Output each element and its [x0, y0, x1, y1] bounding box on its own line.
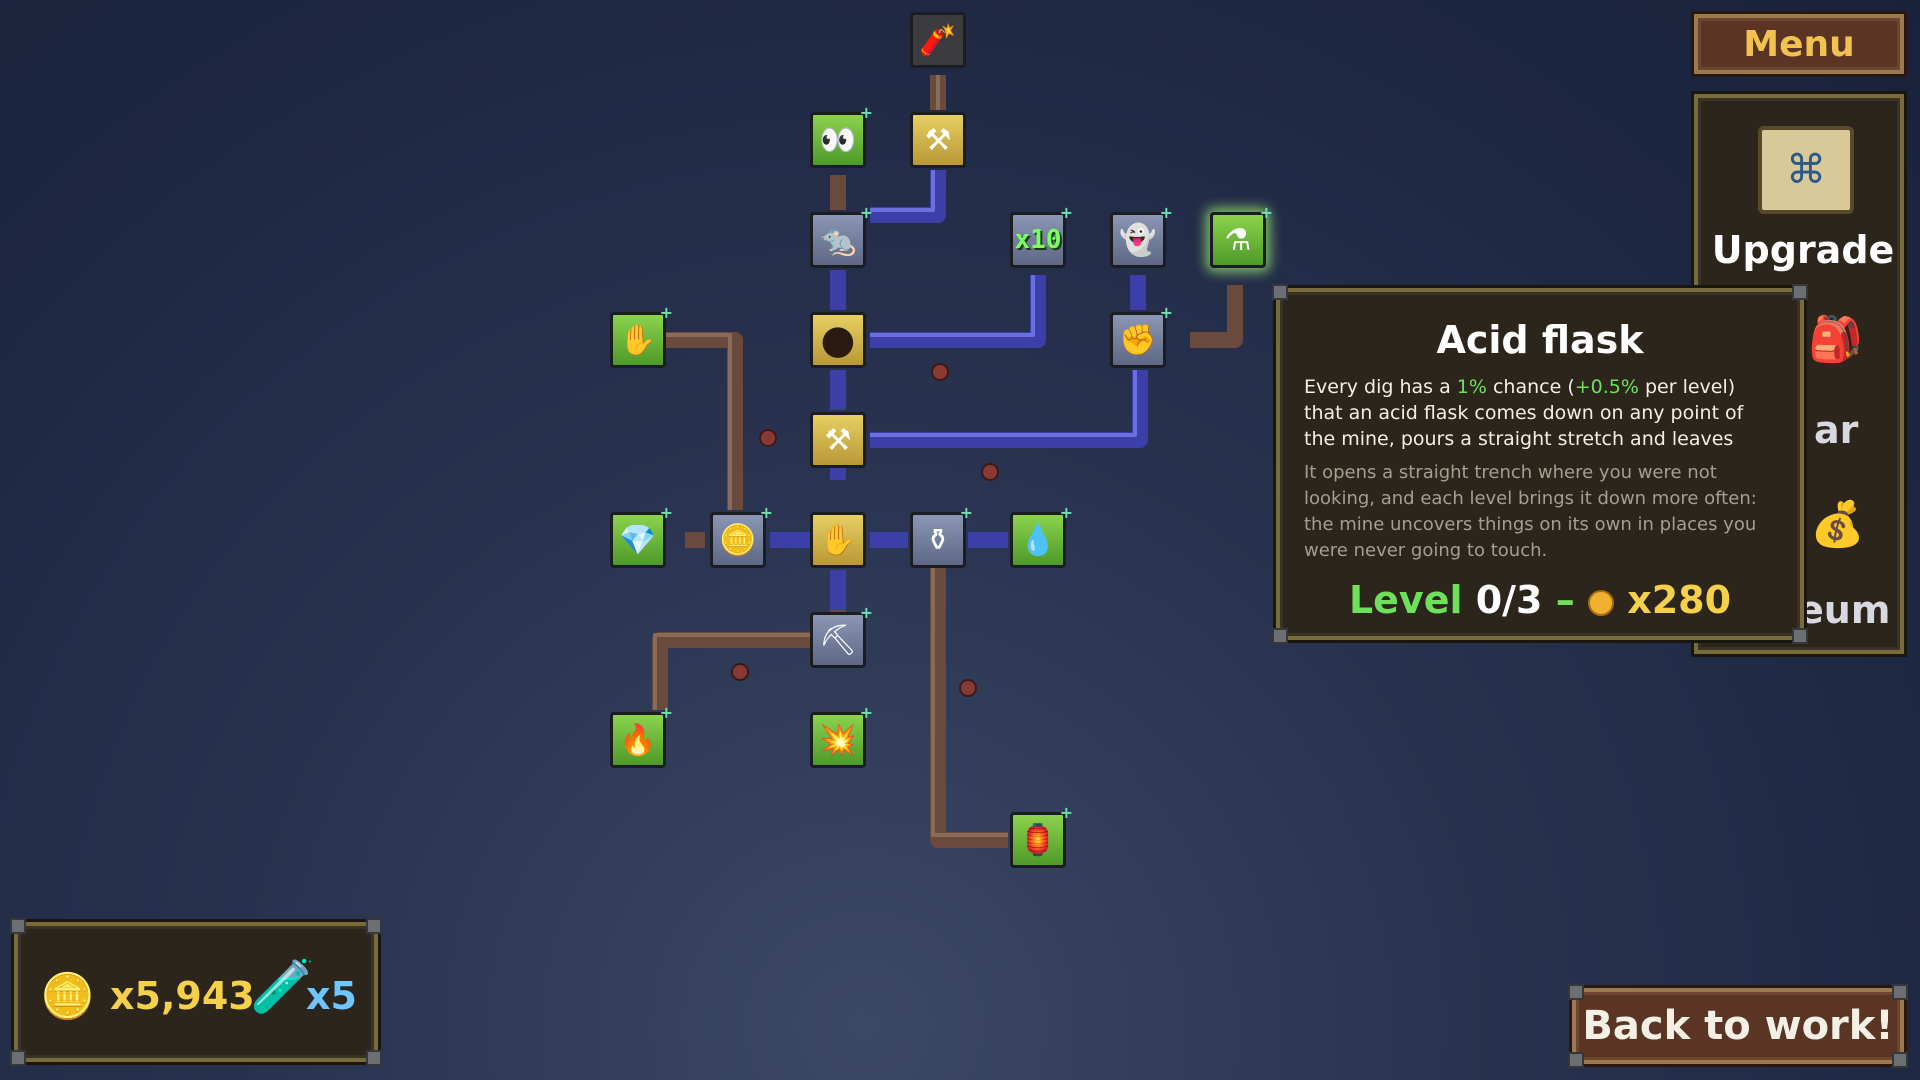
- explosion-icon: 💥: [819, 722, 857, 758]
- plus-icon: +: [759, 503, 773, 522]
- plus-icon: +: [859, 203, 873, 222]
- plus-icon: +: [859, 603, 873, 622]
- level-value: 0/3: [1475, 578, 1543, 622]
- frame-corner: [1272, 284, 1288, 300]
- menu-label: Menu: [1743, 23, 1855, 65]
- plus-icon: +: [959, 503, 973, 522]
- upgrade-node-mole-shadow[interactable]: 👀+: [810, 103, 873, 168]
- plus-icon: +: [1159, 303, 1173, 322]
- tooltip-lore: It opens a straight trench where you wer…: [1304, 462, 1757, 561]
- tooltip-description: Every dig has a 1% chance (+0.5% per lev…: [1304, 374, 1776, 452]
- upgrade-node-fist[interactable]: ✊+: [1110, 303, 1173, 368]
- frame-corner: [1272, 628, 1288, 644]
- desc-chance: 1%: [1456, 376, 1487, 398]
- tooltip-title: Acid flask: [1436, 318, 1644, 362]
- frame-corner: [10, 918, 26, 934]
- golden-hand-icon: ✋: [619, 322, 657, 358]
- plus-icon: +: [1159, 203, 1173, 222]
- plus-icon: +: [1059, 203, 1073, 222]
- upgrade-node-crystal[interactable]: 💎+: [610, 503, 673, 568]
- shovel-icon: ⚒: [824, 422, 852, 458]
- fist-icon: ✊: [1119, 322, 1157, 358]
- upgrade-node-hole[interactable]: ●: [810, 312, 866, 368]
- plus-icon: +: [1259, 203, 1273, 222]
- coin-count: x5,943: [110, 974, 255, 1018]
- upgrade-node-explosion[interactable]: 💥+: [810, 703, 873, 768]
- upgrade-node-ghost-shovel[interactable]: 👻+: [1110, 203, 1173, 268]
- frame-corner: [1892, 984, 1908, 1000]
- resource-panel: 🪙 x5,943 🧪 x5: [10, 918, 382, 1066]
- bag-shovel-icon[interactable]: 🎒: [1808, 314, 1863, 365]
- level-cost: x280: [1627, 578, 1732, 622]
- coin-stack-icon: 🪙: [40, 971, 95, 1022]
- flask-armor-icon: ⚱: [925, 522, 951, 558]
- potion-bottle-icon: 🧪: [250, 957, 315, 1017]
- back-to-work-button[interactable]: Back to work!: [1568, 984, 1908, 1068]
- side-item-museum[interactable]: eum: [1798, 588, 1891, 632]
- frame-corner: [10, 1050, 26, 1066]
- frame-corner: [366, 1050, 382, 1066]
- upgrade-node-acid-flask[interactable]: ⚗+: [1210, 203, 1273, 268]
- level-label: Level: [1348, 578, 1463, 622]
- level-separator: –: [1555, 578, 1575, 622]
- gold-ore-icon: 🪙: [719, 522, 757, 558]
- frame-corner: [1568, 1052, 1584, 1068]
- plus-icon: +: [859, 103, 873, 122]
- pickaxe-icon: ⛏: [818, 622, 858, 658]
- upgrade-node-pickaxe[interactable]: ⛏+: [810, 603, 873, 668]
- upgrade-node-hand[interactable]: ✋: [810, 512, 866, 568]
- mole-icon: 🐀: [819, 222, 857, 258]
- upgrade-node-flask-armor[interactable]: ⚱+: [910, 503, 973, 568]
- sack-icon[interactable]: 💰: [1810, 499, 1865, 550]
- potion-count: x5: [306, 974, 357, 1018]
- upgrade-node-shovel-top[interactable]: ⚒: [910, 112, 966, 168]
- upgrade-node-shovel-mid[interactable]: ⚒: [810, 412, 866, 468]
- crystal-icon: 💎: [619, 522, 657, 558]
- upgrade-node-water-drop[interactable]: 💧+: [1010, 503, 1073, 568]
- side-item-bazaar[interactable]: ar: [1814, 408, 1859, 452]
- hand-icon: ✋: [819, 522, 857, 558]
- desc-bonus: +0.5%: [1574, 376, 1639, 398]
- lantern-icon: 🏮: [1019, 822, 1057, 858]
- water-drop-icon: 💧: [1019, 522, 1057, 558]
- upgrade-node-dynamite[interactable]: 🧨: [910, 12, 966, 68]
- acid-flask-icon: ⚗: [1224, 222, 1252, 258]
- upgrade-node-mole[interactable]: 🐀+: [810, 203, 873, 268]
- fire-hand-icon: 🔥: [619, 722, 657, 758]
- plus-icon: +: [659, 503, 673, 522]
- plus-icon: +: [1059, 503, 1073, 522]
- tooltip-level-row: Level 0/3 – x280: [1280, 578, 1800, 622]
- frame-corner: [1892, 1052, 1908, 1068]
- frame-corner: [1792, 284, 1808, 300]
- frame-corner: [1792, 628, 1808, 644]
- scroll-map-icon[interactable]: ⌘: [1758, 126, 1854, 214]
- side-item-upgrade[interactable]: Upgrade: [1711, 228, 1895, 272]
- tooltip-panel: Acid flask Every dig has a 1% chance (+0…: [1272, 284, 1808, 644]
- upgrade-node-fire-hand[interactable]: 🔥+: [610, 703, 673, 768]
- plus-icon: +: [659, 703, 673, 722]
- desc-text: per level) that an acid flask comes down…: [1304, 376, 1744, 450]
- frame-corner: [366, 918, 382, 934]
- plus-icon: +: [859, 703, 873, 722]
- ghost-shovel-icon: 👻: [1119, 222, 1157, 258]
- upgrade-node-x10[interactable]: x10 +: [1010, 203, 1073, 268]
- menu-button[interactable]: Menu: [1694, 14, 1904, 74]
- mole-shadow-icon: 👀: [819, 122, 857, 158]
- dynamite-icon: 🧨: [919, 22, 957, 58]
- plus-icon: +: [659, 303, 673, 322]
- plus-icon: +: [1059, 803, 1073, 822]
- upgrade-node-golden-hand[interactable]: ✋+: [610, 303, 673, 368]
- frame-corner: [1568, 984, 1584, 1000]
- upgrade-node-lantern[interactable]: 🏮+: [1010, 803, 1073, 868]
- back-to-work-label: Back to work!: [1582, 1003, 1894, 1049]
- shovel-icon: ⚒: [924, 122, 952, 158]
- coin-icon: [1587, 589, 1614, 616]
- upgrade-node-gold-ore[interactable]: 🪙+: [710, 503, 773, 568]
- hole-icon: ●: [820, 317, 856, 363]
- x10-icon: x10: [1014, 225, 1062, 255]
- desc-text: Every dig has a: [1304, 376, 1457, 398]
- desc-text: chance (: [1486, 376, 1575, 398]
